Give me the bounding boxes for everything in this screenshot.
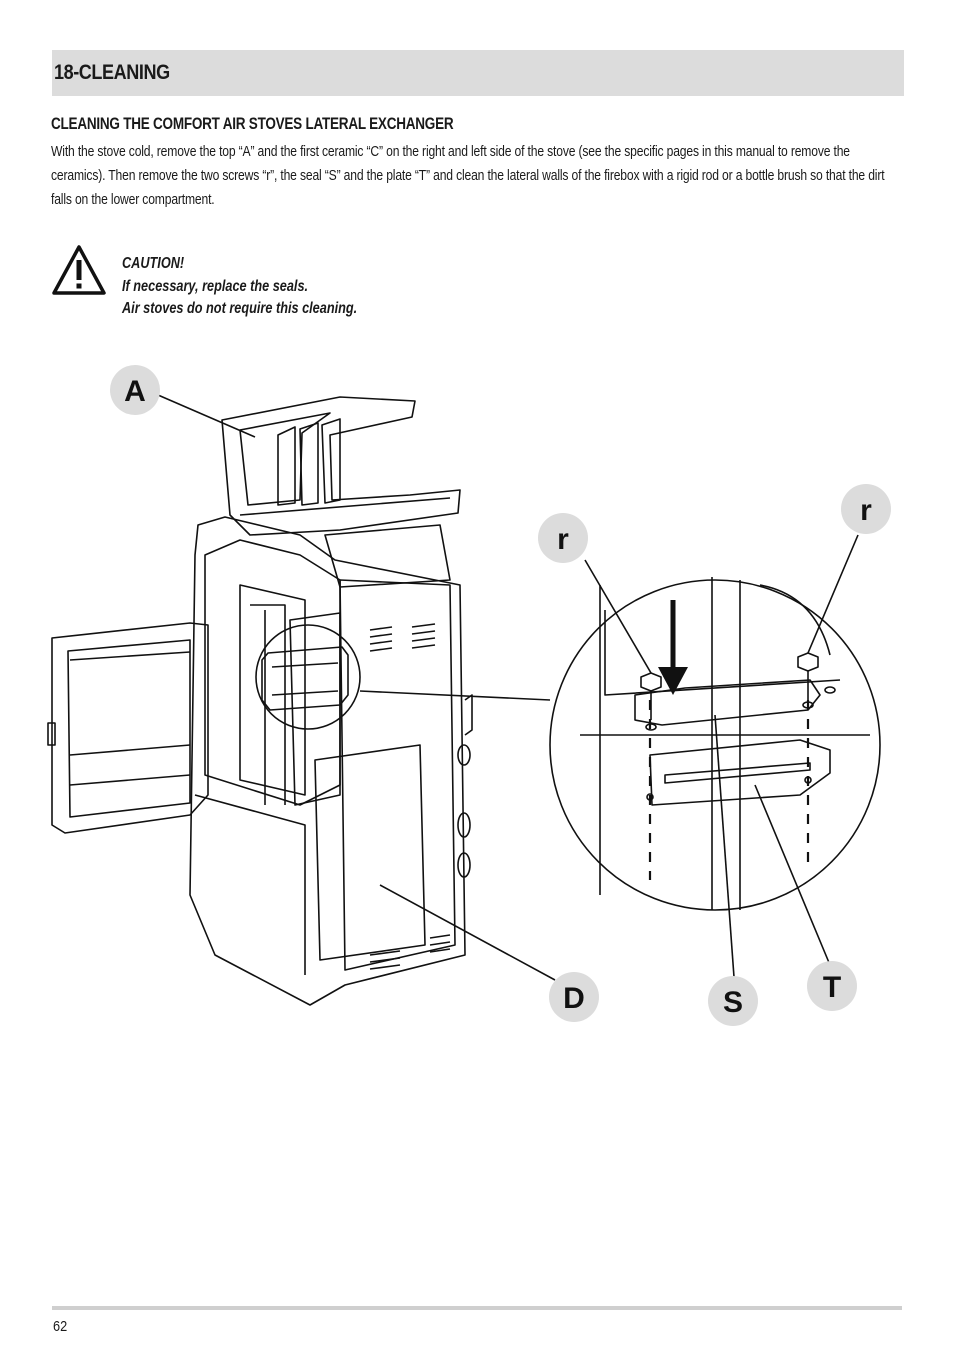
svg-text:S: S: [723, 986, 743, 1019]
caution-line-2: Air stoves do not require this cleaning.: [122, 300, 358, 317]
caution-line-1: If necessary, replace the seals.: [122, 277, 309, 295]
svg-text:D: D: [563, 982, 585, 1015]
svg-text:A: A: [124, 375, 146, 408]
caution-heading: CAUTION!: [122, 255, 185, 272]
caution-note: CAUTION! If necessary, replace the seals…: [122, 253, 357, 321]
label-t: T: [807, 961, 857, 1011]
stove-body: [189, 516, 473, 1006]
subsection-title: CLEANING THE COMFORT AIR STOVES LATERAL …: [51, 115, 454, 133]
detail-magnifier: [359, 577, 881, 911]
section-title: 18-CLEANING: [54, 61, 170, 84]
label-d: D: [549, 972, 599, 1022]
label-r-left: r: [538, 513, 588, 563]
svg-text:r: r: [557, 523, 569, 556]
section-header: 18-CLEANING: [52, 50, 904, 96]
warning-triangle-icon: [52, 245, 106, 295]
instructions-paragraph: With the stove cold, remove the top “A” …: [51, 144, 885, 208]
page-number: 62: [53, 1318, 68, 1335]
label-r-right: r: [841, 484, 891, 534]
svg-text:r: r: [860, 494, 872, 527]
footer-divider: [52, 1306, 902, 1310]
stove-exploded-illustration: A r r D S T: [47, 365, 891, 1026]
down-arrow-icon: [658, 600, 688, 695]
svg-text:T: T: [823, 971, 841, 1004]
label-a: A: [110, 365, 160, 415]
stove-door: [47, 622, 209, 834]
stove-top-a: [221, 396, 461, 588]
label-s: S: [708, 976, 758, 1026]
